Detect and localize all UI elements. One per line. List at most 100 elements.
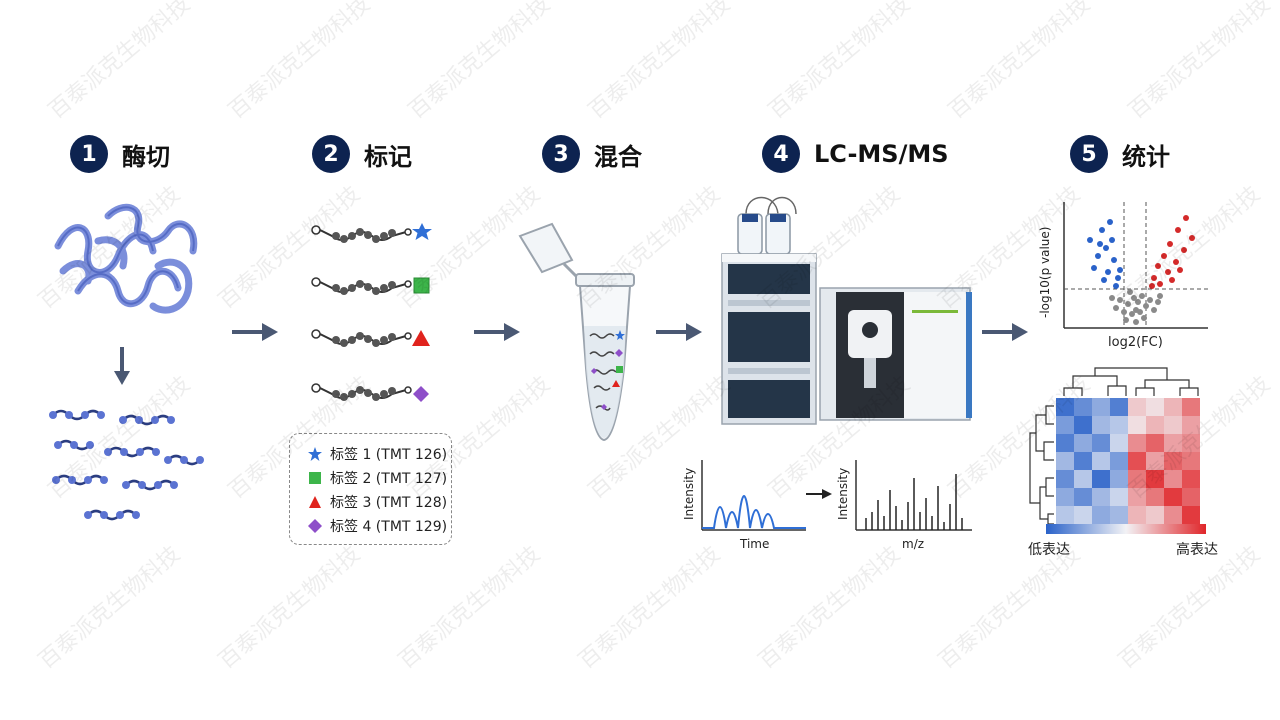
step-3-title: 混合	[594, 142, 642, 171]
heatmap-cell	[1146, 488, 1164, 506]
heatmap-cell	[1182, 470, 1200, 488]
heatmap-cell	[1182, 506, 1200, 524]
peptide-fragments-icon	[49, 409, 204, 521]
heatmap-cell	[1182, 488, 1200, 506]
step-3-header: 3 混合	[542, 134, 642, 174]
flow-arrow-4-icon	[982, 323, 1028, 341]
heatmap-cell	[1164, 488, 1182, 506]
step-2-header: 2 标记	[312, 134, 412, 174]
heatmap-cell	[1092, 506, 1110, 524]
down-arrow-icon	[114, 347, 130, 385]
legend-item-tmt-127: 标签 2 (TMT 127)	[308, 466, 451, 490]
heatmap-cell	[1074, 506, 1092, 524]
heatmap-low-label: 低表达	[1028, 542, 1070, 558]
flow-arrow-3-icon	[656, 323, 702, 341]
chromatogram-xlabel: Time	[740, 537, 770, 551]
heatmap-cell	[1128, 452, 1146, 470]
step-2-number: 2	[312, 135, 350, 173]
watermark: 百泰派克生物科技	[584, 0, 736, 125]
heatmap-cell	[1146, 452, 1164, 470]
heatmap-cell	[1092, 488, 1110, 506]
heatmap-cell	[1164, 416, 1182, 434]
heatmap-cell	[1110, 452, 1128, 470]
heatmap-cell	[1128, 398, 1146, 416]
volcano-plot-chart	[1063, 202, 1208, 329]
heatmap-cell	[1128, 416, 1146, 434]
heatmap-cell	[1182, 452, 1200, 470]
heatmap-cell	[1146, 398, 1164, 416]
heatmap-high-label: 高表达	[1176, 542, 1218, 558]
heatmap-cell	[1146, 434, 1164, 452]
volcano-xlabel: log2(FC)	[1108, 335, 1163, 350]
heatmap-cell	[1110, 434, 1128, 452]
chromatogram-chart	[701, 460, 806, 531]
chromatogram-ylabel: Intensity	[682, 467, 696, 520]
lc-ms-instrument-icon	[721, 196, 972, 425]
heatmap-cell	[1128, 488, 1146, 506]
legend-label: 标签 4 (TMT 129)	[330, 519, 448, 535]
heatmap-colorbar	[1046, 524, 1206, 534]
heatmap-cell	[1074, 452, 1092, 470]
heatmap-cell	[1164, 470, 1182, 488]
labeled-peptides-icon	[311, 223, 432, 402]
heatmap-cell	[1146, 506, 1164, 524]
step-1-header: 1 酶切	[70, 134, 170, 174]
diamond-icon	[308, 519, 322, 533]
heatmap-cell	[1128, 470, 1146, 488]
legend-label: 标签 2 (TMT 127)	[330, 471, 448, 487]
heatmap-cell	[1056, 434, 1074, 452]
watermark: 百泰派克生物科技	[944, 0, 1096, 125]
step-5-number: 5	[1070, 135, 1108, 173]
heatmap-cell	[1074, 416, 1092, 434]
heatmap-cell	[1128, 434, 1146, 452]
triangle-icon	[309, 496, 321, 508]
heatmap-cell	[1092, 434, 1110, 452]
heatmap-cell	[1182, 398, 1200, 416]
heatmap-cell	[1110, 416, 1128, 434]
right-arrow-icon	[806, 489, 832, 499]
step-3-number: 3	[542, 135, 580, 173]
heatmap-cell	[1056, 452, 1074, 470]
legend-item-tmt-128: 标签 3 (TMT 128)	[308, 490, 451, 514]
legend-label: 标签 1 (TMT 126)	[330, 447, 448, 463]
watermark: 百泰派克生物科技	[34, 541, 186, 675]
microcentrifuge-tube-icon	[518, 222, 635, 442]
flow-arrow-2-icon	[474, 323, 520, 341]
step-4-number: 4	[762, 135, 800, 173]
heatmap-cell	[1092, 470, 1110, 488]
step-5-title: 统计	[1122, 142, 1170, 171]
heatmap-cell	[1110, 488, 1128, 506]
heatmap-cell	[1164, 452, 1182, 470]
watermark: 百泰派克生物科技	[214, 541, 366, 675]
heatmap-cell	[1182, 416, 1200, 434]
spectrum-xlabel: m/z	[902, 537, 925, 551]
heatmap-cell	[1074, 470, 1092, 488]
legend-label: 标签 3 (TMT 128)	[330, 495, 448, 511]
step-4-header: 4 LC-MS/MS	[762, 134, 949, 174]
spectrum-ylabel: Intensity	[836, 467, 850, 520]
heatmap-cell	[1074, 398, 1092, 416]
protein-structure-icon	[54, 203, 198, 314]
heatmap-cell	[1110, 470, 1128, 488]
heatmap-cell	[1074, 488, 1092, 506]
heatmap-cell	[1056, 488, 1074, 506]
legend-item-tmt-129: 标签 4 (TMT 129)	[308, 514, 451, 538]
heatmap-cell	[1092, 416, 1110, 434]
heatmap-cell	[1110, 398, 1128, 416]
watermark: 百泰派克生物科技	[764, 0, 916, 125]
step-5-header: 5 统计	[1070, 134, 1170, 174]
heatmap-cell	[1056, 416, 1074, 434]
star-icon	[308, 447, 322, 461]
square-icon	[309, 472, 321, 484]
heatmap-cell	[1110, 506, 1128, 524]
heatmap-cell	[1074, 434, 1092, 452]
watermark: 百泰派克生物科技	[754, 541, 906, 675]
heatmap-cell	[1056, 398, 1074, 416]
heatmap-cell	[1146, 416, 1164, 434]
step-1-title: 酶切	[122, 142, 170, 171]
heatmap-chart	[1029, 367, 1200, 525]
watermark: 百泰派克生物科技	[394, 541, 546, 675]
flow-arrow-1-icon	[232, 323, 278, 341]
heatmap-cell	[1164, 506, 1182, 524]
